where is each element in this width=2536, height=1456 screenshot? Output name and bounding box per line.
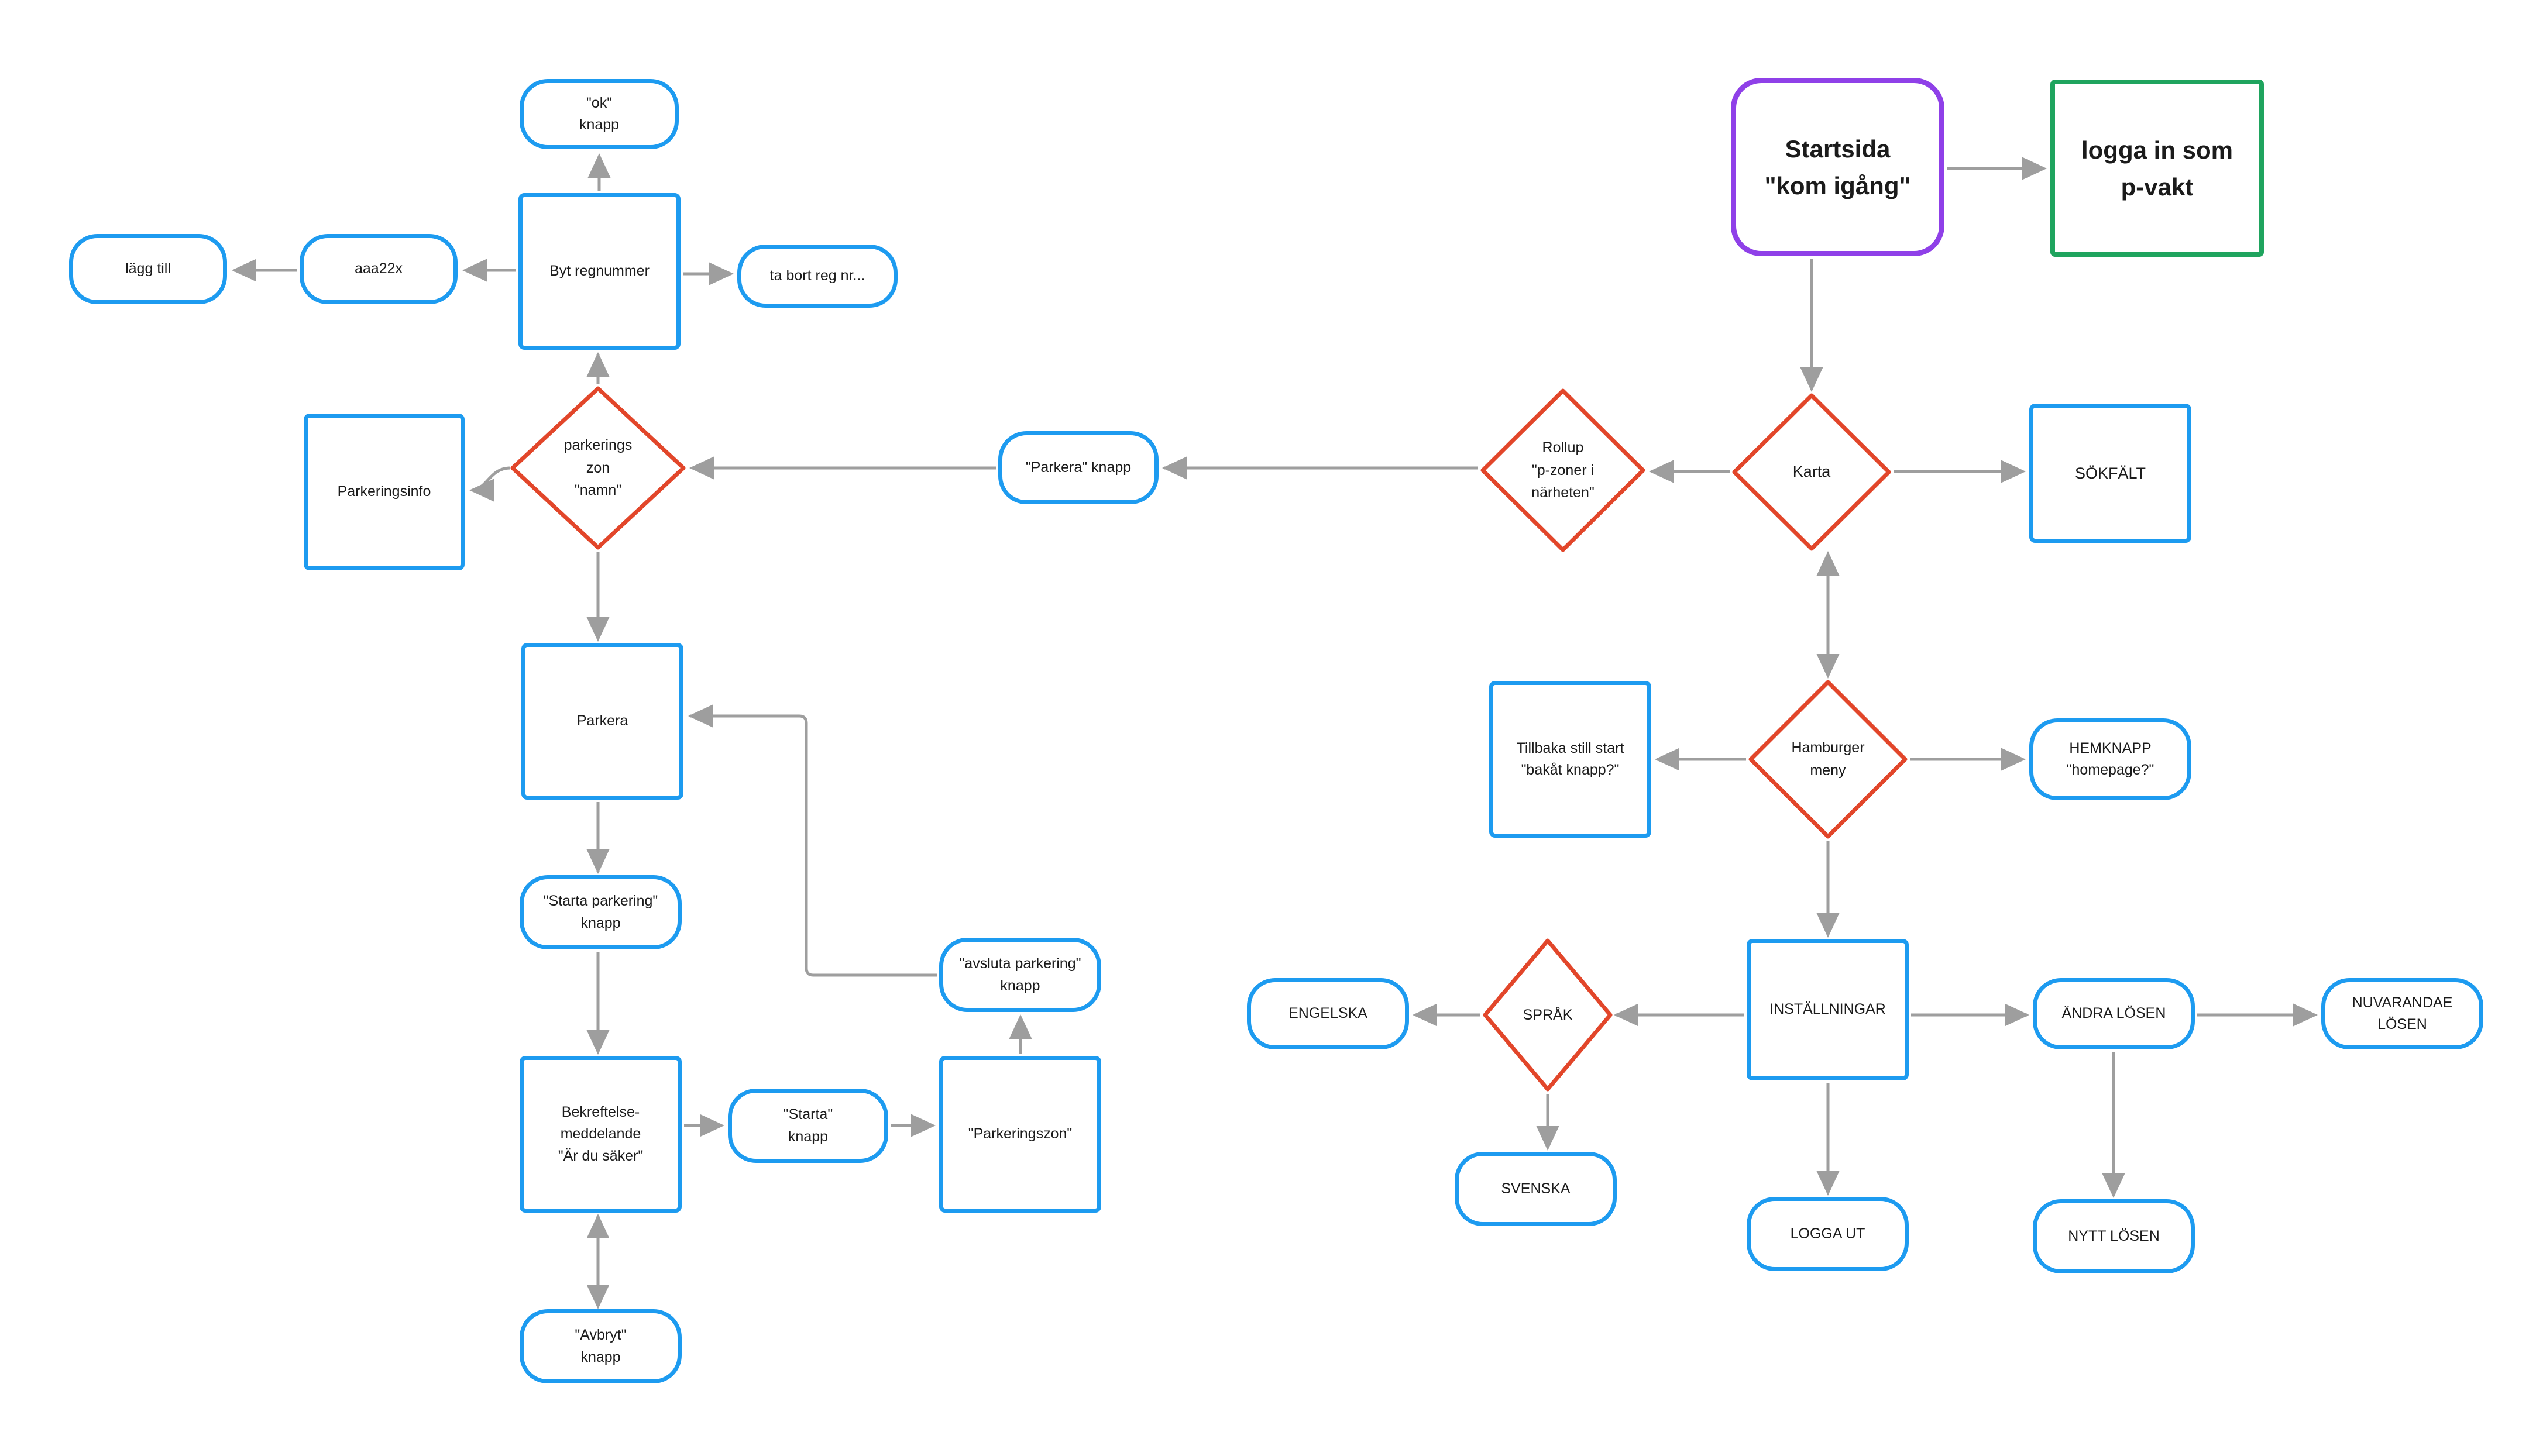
edge-avsluta-parkera (688, 704, 937, 977)
node-tillbaka_start[interactable]: Tillbaka still start "bakåt knapp?" (1489, 681, 1651, 838)
node-label-installningar: INSTÄLLNINGAR (1769, 1001, 1886, 1018)
node-label-lagg_till: lägg till (125, 260, 171, 277)
node-label-sprak: SPRÅK (1523, 1006, 1573, 1023)
node-starta_knapp[interactable]: "Starta" knapp (728, 1089, 888, 1163)
node-label-nytt_losen: NYTT LÖSEN (2068, 1227, 2160, 1244)
node-lagg_till[interactable]: lägg till (69, 234, 227, 304)
diamond-shape-rollup (1480, 388, 1645, 552)
node-label-avbryt_knapp: "Avbryt" knapp (575, 1327, 627, 1365)
node-ok_knapp[interactable]: "ok" knapp (520, 79, 679, 149)
node-label-startsida: Startsida "kom igång" (1764, 135, 1911, 199)
node-hemknapp[interactable]: HEMKNAPP "homepage?" (2029, 718, 2191, 800)
node-svenska[interactable]: SVENSKA (1455, 1152, 1617, 1226)
node-parkeringsinfo[interactable]: Parkeringsinfo (304, 414, 465, 570)
diamond-shape-hamburger_meny (1748, 680, 1908, 839)
node-ta_bort_reg[interactable]: ta bort reg nr... (737, 245, 898, 308)
node-parkerings_zon[interactable]: parkerings zon "namn" (510, 386, 686, 550)
node-label-logga_in_pvakt: logga in som p-vakt (2081, 136, 2233, 201)
node-label-parkeringszon: "Parkeringszon" (968, 1125, 1073, 1142)
node-label-sokfalt: SÖKFÄLT (2074, 464, 2146, 482)
node-byt_regnummer[interactable]: Byt regnummer (518, 193, 681, 350)
node-andra_losen[interactable]: ÄNDRA LÖSEN (2033, 978, 2195, 1049)
node-label-logga_ut: LOGGA UT (1790, 1225, 1865, 1242)
node-label-byt_regnummer: Byt regnummer (549, 263, 650, 280)
node-starta_parkering[interactable]: "Starta parkering" knapp (520, 875, 682, 949)
node-label-engelska: ENGELSKA (1288, 1005, 1367, 1022)
node-label-tillbaka_start: Tillbaka still start "bakåt knapp?" (1516, 739, 1624, 779)
node-label-rollup: Rollup "p-zoner i närheten" (1531, 439, 1595, 501)
node-startsida[interactable]: Startsida "kom igång" (1731, 78, 1944, 256)
node-installningar[interactable]: INSTÄLLNINGAR (1747, 939, 1909, 1080)
node-label-hamburger_meny: Hamburger meny (1791, 739, 1865, 779)
node-label-avsluta_parkering: "avsluta parkering" knapp (959, 955, 1081, 994)
node-sokfalt[interactable]: SÖKFÄLT (2029, 404, 2191, 543)
node-bekreftelse[interactable]: Bekreftelse- meddelande "Är du säker" (520, 1056, 682, 1213)
node-label-svenska: SVENSKA (1501, 1180, 1571, 1197)
node-hamburger_meny[interactable]: Hamburger meny (1748, 680, 1908, 839)
node-avsluta_parkering[interactable]: "avsluta parkering" knapp (939, 938, 1101, 1012)
node-label-aaa22x: aaa22x (354, 260, 403, 277)
node-nytt_losen[interactable]: NYTT LÖSEN (2033, 1199, 2195, 1273)
node-label-parkeringsinfo: Parkeringsinfo (337, 483, 431, 500)
node-sprak[interactable]: SPRÅK (1483, 938, 1613, 1092)
node-parkera[interactable]: Parkera (521, 643, 683, 800)
node-parkera_knapp[interactable]: "Parkera" knapp (998, 431, 1159, 504)
node-nuvarandae_losen[interactable]: NUVARANDAE LÖSEN (2321, 978, 2483, 1049)
node-engelska[interactable]: ENGELSKA (1247, 978, 1409, 1049)
node-label-hemknapp: HEMKNAPP "homepage?" (2066, 739, 2154, 779)
diamond-shape-parkerings_zon (510, 386, 686, 550)
node-label-parkerings_zon: parkerings zon "namn" (563, 436, 633, 499)
node-label-nuvarandae_losen: NUVARANDAE LÖSEN (2352, 994, 2453, 1033)
node-label-ok_knapp: "ok" knapp (579, 94, 620, 133)
node-parkeringszon[interactable]: "Parkeringszon" (939, 1056, 1101, 1213)
diamond-shape-karta (1732, 393, 1891, 551)
node-logga_in_pvakt[interactable]: logga in som p-vakt (2050, 80, 2264, 257)
node-label-andra_losen: ÄNDRA LÖSEN (2061, 1005, 2166, 1022)
diamond-shape-sprak (1483, 938, 1613, 1092)
node-label-parkera: Parkera (576, 712, 628, 729)
node-logga_ut[interactable]: LOGGA UT (1747, 1197, 1909, 1271)
node-karta[interactable]: Karta (1732, 393, 1891, 551)
node-aaa22x[interactable]: aaa22x (300, 234, 458, 304)
node-label-starta_parkering: "Starta parkering" knapp (543, 893, 658, 931)
node-label-starta_knapp: "Starta" knapp (783, 1106, 833, 1145)
node-rollup[interactable]: Rollup "p-zoner i närheten" (1480, 388, 1645, 552)
node-label-karta: Karta (1792, 463, 1831, 481)
node-label-ta_bort_reg: ta bort reg nr... (769, 267, 865, 284)
node-avbryt_knapp[interactable]: "Avbryt" knapp (520, 1309, 682, 1383)
node-label-parkera_knapp: "Parkera" knapp (1025, 459, 1132, 476)
edge-zon-info (469, 466, 511, 502)
node-label-bekreftelse: Bekreftelse- meddelande "Är du säker" (558, 1103, 644, 1164)
